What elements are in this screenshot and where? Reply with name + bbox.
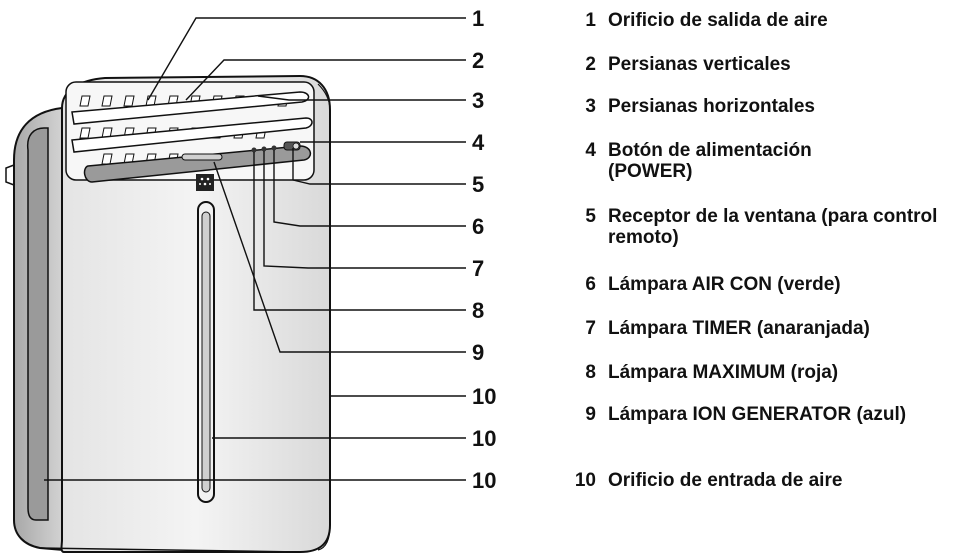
horizontal-louvers bbox=[71, 91, 313, 153]
legend-item: 10 Orificio de entrada de aire bbox=[562, 470, 944, 491]
callout-8: 8 bbox=[472, 298, 484, 323]
callout-4: 4 bbox=[472, 130, 485, 155]
legend-item: 8 Lámpara MAXIMUM (roja) bbox=[562, 362, 944, 383]
callout-6: 6 bbox=[472, 214, 484, 239]
legend-item: 9 Lámpara ION GENERATOR (azul) bbox=[562, 404, 908, 425]
legend-number: 8 bbox=[585, 362, 596, 383]
callout-7: 7 bbox=[472, 256, 484, 281]
legend-number: 10 bbox=[574, 470, 596, 491]
callout-5: 5 bbox=[472, 172, 484, 197]
legend-number: 7 bbox=[585, 318, 596, 339]
legend-text: Persianas verticales bbox=[608, 54, 791, 75]
side-intake-grille bbox=[26, 127, 49, 521]
callout-9: 9 bbox=[472, 340, 484, 365]
logo-mark-icon bbox=[199, 177, 211, 186]
front-intake-slot bbox=[197, 201, 215, 503]
ion-generator-lamp bbox=[181, 153, 223, 161]
legend-item: 1 Orificio de salida de aire bbox=[562, 10, 944, 31]
unit-base bbox=[39, 547, 301, 553]
legend-number: 1 bbox=[585, 10, 596, 31]
legend-item: 6 Lámpara AIR CON (verde) bbox=[562, 274, 944, 295]
legend-text: Orificio de salida de aire bbox=[608, 10, 828, 31]
legend-number: 9 bbox=[585, 404, 596, 425]
brand-logo-icon bbox=[196, 174, 214, 191]
air-conditioner-illustration bbox=[5, 74, 331, 553]
legend-number: 5 bbox=[585, 206, 596, 227]
side-handle bbox=[5, 164, 15, 186]
legend-text: Orificio de entrada de aire bbox=[608, 470, 843, 491]
legend-number: 2 bbox=[585, 54, 596, 75]
legend-text: Lámpara ION GENERATOR (azul) bbox=[608, 404, 907, 425]
callout-10b: 10 bbox=[472, 426, 496, 451]
legend-item: 4 Botón de alimentación (POWER) bbox=[562, 140, 838, 182]
legend-item: 2 Persianas verticales bbox=[562, 54, 944, 75]
air-con-lamp bbox=[271, 145, 277, 151]
legend-text: Lámpara TIMER (anaranjada) bbox=[608, 318, 870, 339]
callout-3: 3 bbox=[472, 88, 484, 113]
unit-right-edge bbox=[317, 83, 331, 551]
callout-1: 1 bbox=[472, 6, 484, 31]
legend-number: 4 bbox=[585, 140, 596, 161]
callout-10a: 10 bbox=[472, 384, 496, 409]
callout-10c: 10 bbox=[472, 468, 496, 493]
legend-text: Botón de alimentación (POWER) bbox=[608, 140, 812, 182]
callout-numbers: 1 2 3 4 5 6 7 8 9 10 10 10 bbox=[472, 6, 496, 493]
legend-item: 3 Persianas horizontales bbox=[562, 96, 944, 117]
legend-text: Receptor de la ventana (para control rem… bbox=[608, 206, 938, 248]
legend-text: Lámpara AIR CON (verde) bbox=[608, 274, 841, 295]
remote-receiver-window bbox=[292, 142, 300, 150]
legend-item: 7 Lámpara TIMER (anaranjada) bbox=[562, 318, 944, 339]
leader-lines bbox=[44, 17, 466, 481]
maximum-lamp bbox=[251, 147, 257, 153]
timer-lamp bbox=[261, 146, 267, 152]
legend-number: 6 bbox=[585, 274, 596, 295]
callout-2: 2 bbox=[472, 48, 484, 73]
legend-text: Persianas horizontales bbox=[608, 96, 815, 117]
legend-item: 5 Receptor de la ventana (para control r… bbox=[562, 206, 946, 248]
legend-text: Lámpara MAXIMUM (roja) bbox=[608, 362, 839, 383]
legend-number: 3 bbox=[585, 96, 596, 117]
